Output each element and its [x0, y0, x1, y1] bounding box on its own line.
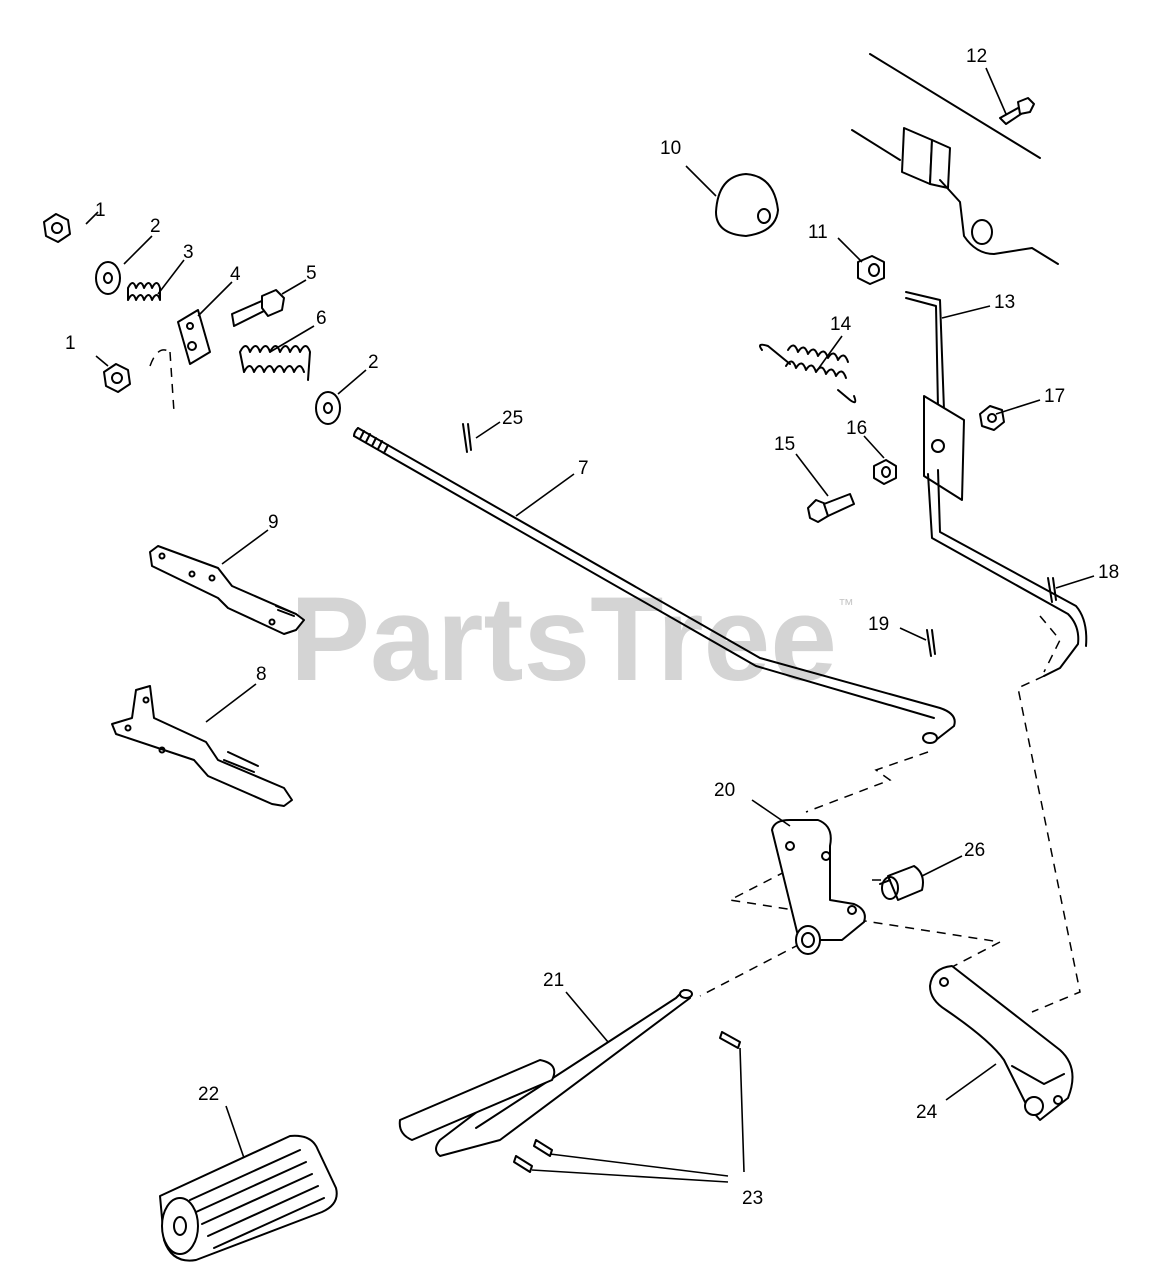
callout-12: 12 — [966, 46, 987, 67]
callout-19: 19 — [868, 614, 889, 635]
callout-25: 25 — [502, 408, 523, 429]
callout-5: 5 — [306, 263, 317, 284]
callout-22: 22 — [198, 1084, 219, 1105]
callout-11: 11 — [808, 222, 828, 243]
part-6-large-spring — [239, 345, 311, 381]
callout-26: 26 — [964, 840, 985, 861]
callout-8: 8 — [256, 664, 267, 685]
part-22-pedal-pad — [159, 1134, 338, 1262]
part-12-screw — [999, 97, 1035, 125]
callout-21: 21 — [543, 970, 564, 991]
callout-15: 15 — [774, 434, 795, 455]
callout-16: 16 — [846, 418, 867, 439]
part-1-hex-nut-lower — [103, 363, 131, 393]
callout-6: 6 — [316, 308, 327, 329]
callout-2: 2 — [150, 216, 161, 237]
callout-20: 20 — [714, 780, 735, 801]
dashed-guide-7-20 — [805, 751, 929, 813]
dashed-guide-13 — [1039, 615, 1061, 673]
part-4-bracket-plate — [177, 309, 211, 365]
callout-17: 17 — [1044, 386, 1065, 407]
callout-3: 3 — [183, 242, 194, 263]
part-17-nut — [979, 405, 1005, 431]
part-16-bushing — [873, 459, 897, 485]
part-8-plate — [111, 685, 293, 807]
part-13-lever — [905, 291, 1088, 677]
callout-1: 1 — [65, 333, 76, 354]
watermark-trademark: ™ — [838, 597, 854, 614]
callout-7: 7 — [578, 458, 589, 479]
callout-23: 23 — [742, 1188, 763, 1209]
dashed-guide-20-21 — [699, 943, 801, 997]
part-18-pin — [1047, 577, 1057, 603]
callout-2: 2 — [368, 352, 379, 373]
part-21-pedal-arm — [398, 989, 693, 1157]
part-19-pin — [926, 629, 936, 657]
part-3-small-spring — [127, 282, 161, 301]
part-24-bracket — [929, 965, 1074, 1121]
part-11-bushing — [857, 255, 885, 285]
part-5-bolt — [231, 289, 285, 327]
part-2-washer-lower — [315, 391, 341, 425]
switch-assembly — [851, 53, 1059, 265]
part-7-rod — [353, 427, 956, 744]
leader-lines — [85, 67, 1095, 1183]
part-20-bellcrank — [771, 819, 866, 955]
part-23-roll-pins — [513, 1031, 741, 1173]
part-1-hex-nut-upper — [43, 213, 71, 243]
part-9-plate — [149, 545, 305, 635]
callout-10: 10 — [660, 138, 681, 159]
callout-4: 4 — [230, 264, 241, 285]
part-15-bolt — [807, 493, 855, 523]
part-26-bushing — [879, 865, 924, 901]
callout-24: 24 — [916, 1102, 938, 1123]
callout-9: 9 — [268, 512, 279, 533]
dashed-guide-left — [149, 349, 175, 413]
callout-1: 1 — [95, 200, 106, 221]
part-10-bumper — [715, 173, 779, 237]
callout-18: 18 — [1098, 562, 1119, 583]
part-14-spring — [759, 343, 857, 404]
callout-14: 14 — [830, 314, 852, 335]
part-2-washer-upper — [95, 261, 121, 295]
watermark: PartsTree — [290, 572, 837, 706]
callout-13: 13 — [994, 292, 1015, 313]
dashed-guide-18-24 — [1017, 675, 1081, 1013]
part-25-pin — [462, 423, 472, 453]
